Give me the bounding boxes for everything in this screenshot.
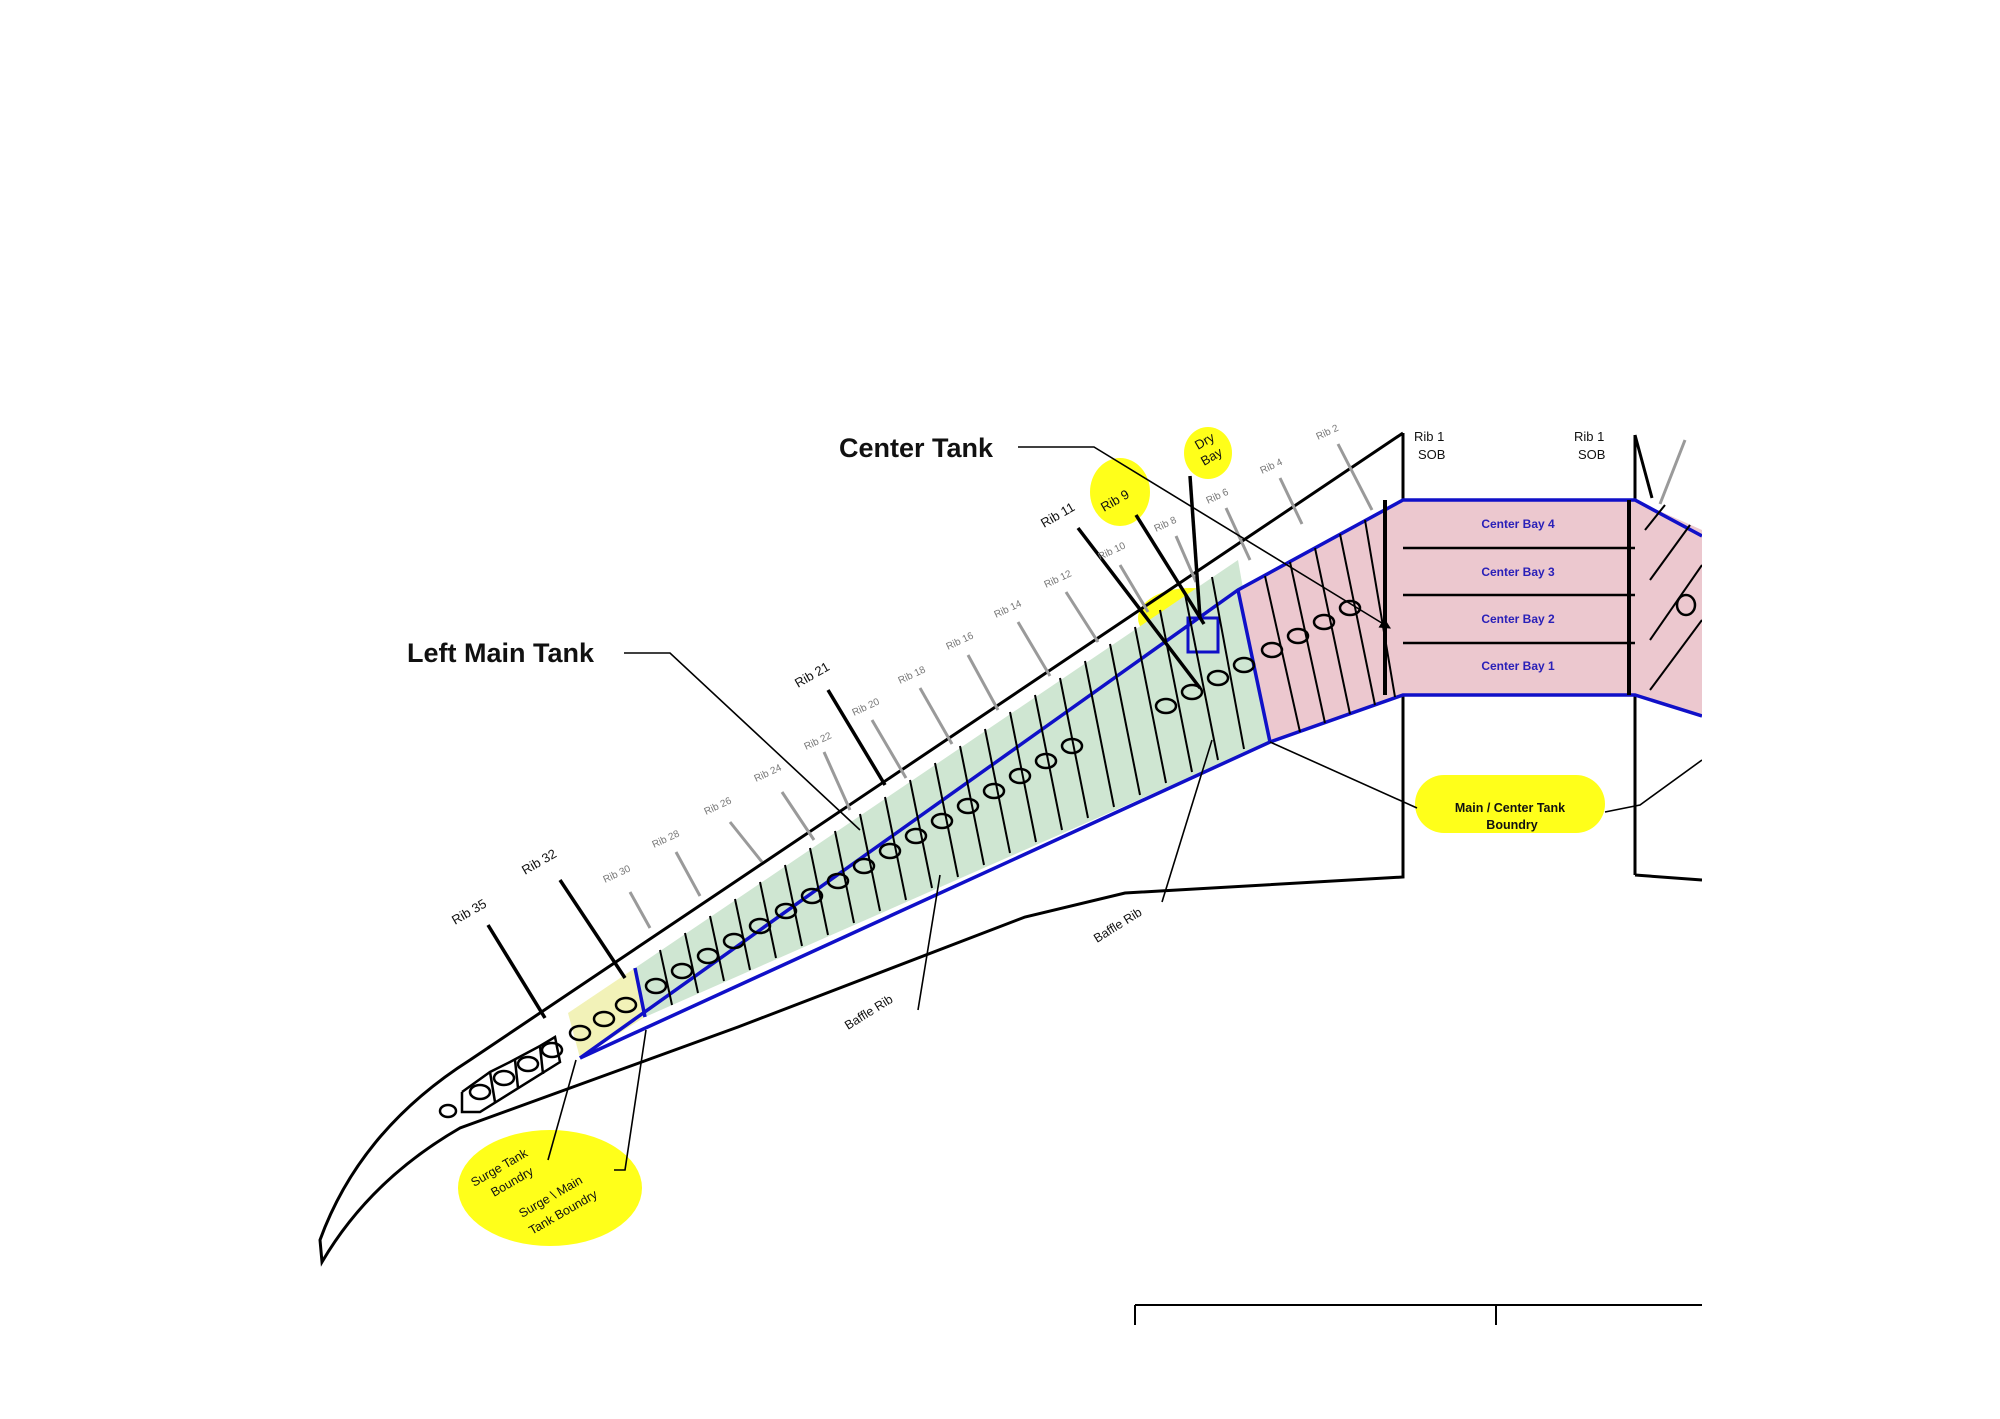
wing-outline [318, 431, 1405, 1267]
center-bays [1383, 500, 1635, 695]
center-bay-2-label: Center Bay 2 [1481, 612, 1555, 626]
rib21-label: Rib 21 [792, 659, 832, 691]
left-main-tank-title: Left Main Tank [407, 638, 595, 668]
center-tank-leader [1018, 446, 1391, 629]
rib-leader-lines-bold [486, 475, 1206, 1019]
rib-label-faint: Rib 12 [1043, 568, 1074, 590]
center-tank-wing-section [1238, 500, 1403, 742]
center-tank-body [1403, 500, 1635, 695]
title-block-frame [1134, 1304, 1702, 1325]
center-tank-right-section [1635, 500, 1702, 715]
rib-label-faint: Rib 20 [851, 696, 882, 718]
main-center-boundary-line2: Boundry [1486, 818, 1537, 832]
baffle-rib-label-1: Baffle Rib [842, 992, 895, 1032]
rib-label-faint: Rib 24 [753, 762, 784, 784]
rib1-sob-right-line1: Rib 1 [1574, 429, 1604, 444]
baffle-rib-leader-2 [1161, 739, 1213, 903]
rib-label-faint: Rib 16 [945, 630, 976, 652]
rib-label-faint: Rib 2 [1315, 423, 1341, 443]
rib-label-faint: Rib 6 [1205, 487, 1231, 507]
rib-label-faint: Rib 22 [803, 730, 834, 752]
dry-bay-box [1186, 616, 1220, 654]
rib35-label: Rib 35 [449, 896, 489, 928]
rib-label-faint: Rib 4 [1259, 457, 1285, 477]
center-bay-1-label: Center Bay 1 [1481, 659, 1555, 673]
rib-label-faint: Rib 18 [897, 664, 928, 686]
tip-cells [460, 1035, 562, 1114]
rib-label-faint: Rib 8 [1153, 515, 1179, 535]
surge-main-boundary-leader [614, 1029, 647, 1171]
rib-label-faint: Rib 26 [703, 795, 734, 817]
rib1-sob-left-line1: Rib 1 [1414, 429, 1444, 444]
baffle-rib-leader-1 [917, 874, 941, 1011]
center-bay-4-label: Center Bay 4 [1481, 517, 1555, 531]
rib-lines-inner [659, 519, 1396, 1006]
rib-label-faint: Rib 10 [1097, 540, 1128, 562]
rib-label-faint: Rib 14 [993, 598, 1024, 620]
center-tank-title: Center Tank [839, 433, 994, 463]
tank-boundary-lower [579, 693, 1702, 1060]
fuselage-side-right-rib [1633, 434, 1654, 499]
fuselage-bottom-right [1634, 873, 1702, 882]
rib1-sob-right-line2: SOB [1578, 447, 1605, 462]
surge-main-boundary-line [633, 967, 647, 1018]
highlight-main-center-boundary [1415, 775, 1605, 833]
highlight-rib9 [1090, 458, 1150, 526]
fuel-cell-ovals [438, 593, 1697, 1119]
rib11-label: Rib 11 [1038, 499, 1077, 530]
highlight-dry-bay [1184, 427, 1232, 479]
surge-tank-boundary-leader [547, 1059, 577, 1161]
rib32-label: Rib 32 [519, 846, 559, 878]
rib-label-faint: Rib 28 [651, 828, 682, 850]
main-center-boundary-line1: Main / Center Tank [1455, 801, 1565, 815]
left-main-tank-leader [624, 652, 861, 831]
rib1-sob-left-line2: SOB [1418, 447, 1445, 462]
baffle-rib-label-2: Baffle Rib [1091, 905, 1144, 945]
center-bay-3-label: Center Bay 3 [1481, 565, 1555, 579]
main-center-boundary-leader [1269, 741, 1418, 809]
highlight-surge-boundary [458, 1130, 642, 1246]
tank-boundary-upper [578, 498, 1702, 1060]
rib-label-faint: Rib 30 [602, 863, 633, 885]
main-center-boundary-leader-right [1604, 759, 1702, 813]
rib-leader-lines-faint [628, 439, 1687, 929]
